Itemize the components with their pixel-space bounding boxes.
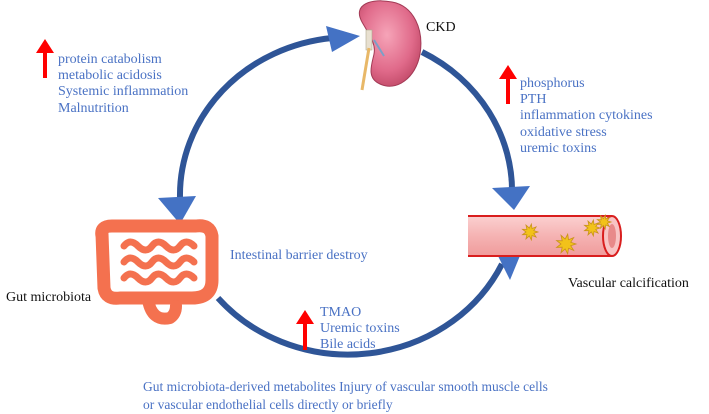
up-arrow-icon — [36, 39, 54, 78]
right-factor-item: inflammation cytokines — [520, 108, 653, 124]
calcification-plaque — [521, 222, 540, 242]
calcification-plaque — [555, 232, 578, 256]
gut-microbiota-label: Gut microbiota — [6, 290, 92, 305]
blood-vessel-icon — [468, 215, 622, 257]
footer-line-1: Gut microbiota-derived metabolites Injur… — [143, 379, 548, 394]
left-factor-item: Systemic inflammation — [58, 84, 189, 100]
right-factor-item: oxidative stress — [520, 124, 607, 140]
right-factors-list: phosphorus PTH inflammation cytokines ox… — [520, 76, 653, 157]
left-factor-item: Malnutrition — [58, 100, 129, 116]
up-arrow-icon — [499, 65, 517, 104]
up-arrows — [36, 39, 517, 350]
arc-gut-to-ckd — [176, 35, 333, 199]
up-arrow-icon — [296, 310, 314, 350]
gut-effect-label: Intestinal barrier destroy — [230, 248, 368, 263]
footer-caption: Gut microbiota-derived metabolites Injur… — [143, 378, 548, 413]
bottom-factors-list: TMAO Uremic toxins Bile acids — [320, 305, 400, 354]
left-factor-item: metabolic acidosis — [58, 68, 162, 84]
arrowhead-to-gut — [158, 196, 196, 224]
footer-line-2: or vascular endothelial cells directly o… — [143, 396, 393, 412]
bottom-factor-item: TMAO — [320, 305, 362, 320]
arc-vascular-to-gut — [215, 262, 505, 358]
calcification-plaques — [521, 213, 613, 256]
bottom-factor-item: Bile acids — [320, 337, 376, 353]
calcification-plaque — [583, 218, 602, 238]
arc-ckd-to-vascular — [420, 49, 516, 197]
right-factor-item: phosphorus — [520, 76, 585, 91]
left-factors-list: protein catabolism metabolic acidosis Sy… — [58, 52, 188, 117]
calcification-plaque — [596, 213, 613, 231]
kidney-icon — [359, 0, 422, 91]
vascular-calcification-label: Vascular calcification — [568, 276, 689, 291]
cycle-arrows — [176, 35, 516, 358]
left-factor-item: protein catabolism — [58, 52, 162, 67]
right-factor-item: uremic toxins — [520, 140, 597, 156]
intestine-icon — [95, 219, 219, 325]
ckd-label: CKD — [426, 20, 456, 35]
bottom-factor-item: Uremic toxins — [320, 321, 400, 337]
arrowhead-to-ckd — [326, 26, 360, 52]
arrowhead-to-vascular — [492, 186, 530, 210]
right-factor-item: PTH — [520, 92, 547, 108]
